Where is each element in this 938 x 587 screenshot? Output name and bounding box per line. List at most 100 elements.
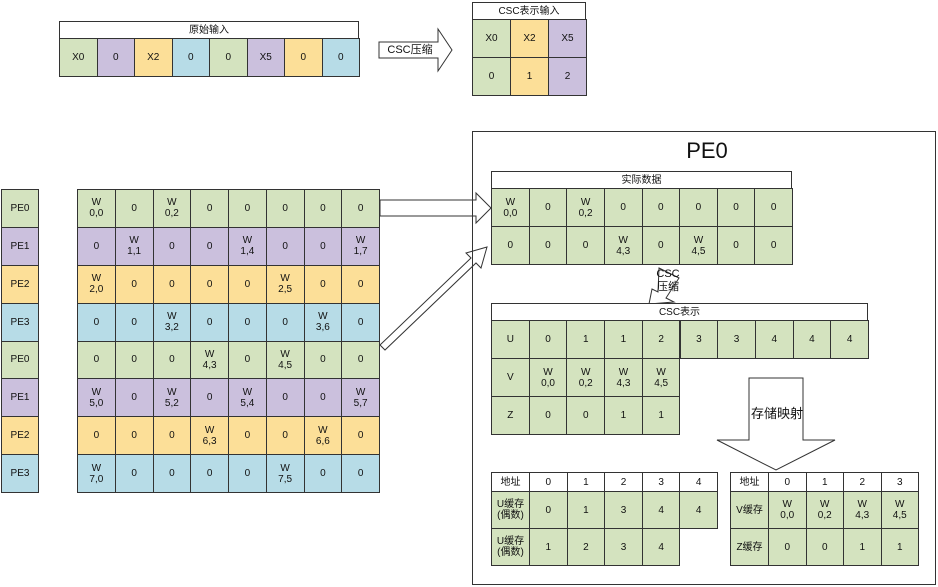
csc-input-index-cell: 0: [472, 57, 511, 96]
matrix-cell: 0: [114, 454, 154, 493]
matrix-cell: W 6,6: [303, 416, 343, 456]
u-buffer-cell: 3: [604, 491, 643, 529]
orig-input-cell: 0: [284, 38, 323, 77]
csc-input-index-cell: 1: [510, 57, 549, 96]
matrix-cell: 0: [152, 416, 192, 456]
matrix-cell: 0: [228, 264, 267, 304]
matrix-cell: 0: [265, 302, 305, 342]
csc-z-cell: 1: [641, 396, 681, 435]
v-buffer-label: V缓存: [730, 491, 769, 529]
actual-data-title: 实际数据: [491, 171, 792, 189]
orig-input-cell: 0: [171, 38, 210, 77]
u-buffer-cell: 1: [529, 528, 568, 566]
vz-table-addr-cell: 3: [880, 472, 919, 492]
z-buffer-cell: 0: [805, 528, 844, 566]
csc-v-cell: W 0,2: [566, 358, 606, 397]
storage-map-label: 存储映射: [750, 406, 803, 421]
actual-data-cell: 0: [528, 188, 568, 227]
pe-label: PE2: [1, 416, 39, 456]
matrix-cell: 0: [152, 226, 192, 266]
pe-label: PE0: [1, 189, 39, 228]
u-buffer-cell: 1: [566, 491, 606, 529]
v-buffer-cell: W 4,3: [843, 491, 882, 529]
matrix-cell: 0: [228, 454, 267, 493]
actual-data-cell: 0: [716, 226, 756, 265]
csc-z-label: Z: [491, 396, 530, 435]
matrix-cell: 0: [190, 454, 229, 493]
csc-input-value-cell: X2: [510, 19, 549, 58]
matrix-cell: 0: [190, 264, 229, 304]
u-buffer-cell: 3: [604, 528, 643, 566]
csc-z-cell: 1: [604, 396, 643, 435]
matrix-cell: 0: [228, 340, 267, 380]
matrix-cell: 0: [190, 189, 229, 228]
matrix-cell: 0: [77, 226, 116, 266]
matrix-cell: 0: [114, 264, 154, 304]
csc-u-cell: 3: [717, 320, 756, 359]
matrix-cell: W 7,0: [77, 454, 116, 493]
actual-data-cell: 0: [491, 226, 530, 265]
matrix-cell: 0: [303, 340, 343, 380]
matrix-cell: 0: [303, 454, 343, 493]
csc-v-label: V: [491, 358, 530, 397]
actual-data-cell: 0: [679, 188, 718, 227]
actual-data-cell: W 4,3: [603, 226, 643, 265]
orig-input-cell: 0: [321, 38, 360, 77]
actual-data-cell: 0: [528, 226, 568, 265]
matrix-cell: 0: [303, 226, 343, 266]
matrix-cell: W 1,7: [341, 226, 380, 266]
z-buffer-cell: 1: [843, 528, 882, 566]
vz-table-addr-cell: 1: [805, 472, 844, 492]
matrix-cell: 0: [152, 454, 192, 493]
matrix-cell: W 5,0: [77, 378, 116, 418]
pe-label: PE2: [1, 264, 39, 304]
actual-data-cell: W 4,5: [679, 226, 718, 265]
matrix-cell: W 4,5: [265, 340, 305, 380]
matrix-cell: W 3,2: [152, 302, 192, 342]
matrix-cell: 0: [303, 189, 343, 228]
u-table-addr-cell: 4: [679, 472, 718, 492]
csc-u-cell: 3: [679, 320, 719, 359]
matrix-cell: 0: [265, 226, 305, 266]
matrix-cell: 0: [303, 378, 343, 418]
matrix-cell: 0: [77, 416, 116, 456]
vz-table-addr-cell: 2: [843, 472, 882, 492]
csc-v-cell: W 0,0: [528, 358, 568, 397]
pe-label: PE1: [1, 378, 39, 418]
matrix-cell: W 4,3: [190, 340, 229, 380]
matrix-cell: 0: [114, 416, 154, 456]
matrix-cell: W 1,4: [228, 226, 267, 266]
csc-compress-arrow: [378, 27, 453, 73]
matrix-cell: 0: [341, 340, 380, 380]
csc-input-value-cell: X0: [472, 19, 511, 58]
matrix-cell: W 2,5: [265, 264, 305, 304]
matrix-cell: 0: [341, 189, 380, 228]
actual-data-cell: 0: [716, 188, 756, 227]
matrix-cell: 0: [114, 340, 154, 380]
matrix-cell: 0: [228, 302, 267, 342]
orig-input-cell: 0: [96, 38, 135, 77]
csc-u-cell: 4: [754, 320, 794, 359]
row0-to-pe0-arrow: [379, 191, 492, 225]
csc-input-value-cell: X5: [548, 19, 587, 58]
csc-u-cell: 4: [830, 320, 869, 359]
csc-u-cell: 1: [566, 320, 606, 359]
matrix-cell: 0: [303, 264, 343, 304]
matrix-cell: W 5,4: [228, 378, 267, 418]
v-buffer-cell: W 0,0: [768, 491, 807, 529]
u-buffer-cell: 4: [641, 528, 681, 566]
u-buffer-cell: 2: [566, 528, 606, 566]
matrix-cell: W 5,2: [152, 378, 192, 418]
z-buffer-label: Z缓存: [730, 528, 769, 566]
matrix-cell: 0: [77, 340, 116, 380]
u-buffer-cell: 0: [529, 491, 568, 529]
orig-input-cell: 0: [209, 38, 248, 77]
actual-data-cell: 0: [641, 188, 681, 227]
matrix-cell: 0: [228, 189, 267, 228]
pe0-title: PE0: [686, 138, 728, 163]
u-table-addr-cell: 3: [641, 472, 681, 492]
csc-input-index-cell: 2: [548, 57, 587, 96]
u-buffer-cell: 4: [679, 491, 718, 529]
pe-label: PE3: [1, 302, 39, 342]
